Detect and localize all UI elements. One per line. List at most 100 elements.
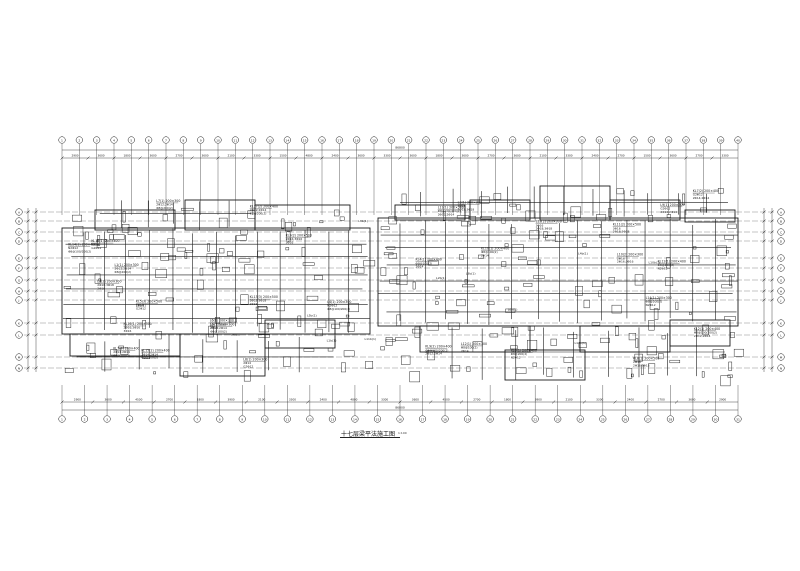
dim-tick [275, 400, 279, 404]
axis-bubble-left-label: C [18, 230, 20, 234]
beam-outline [394, 204, 466, 221]
beam-segment [64, 368, 74, 373]
beam-segment [122, 211, 126, 223]
beam-segment [352, 244, 362, 254]
axis-bubble-bottom [306, 415, 314, 423]
axis-bubble-bottom-label: 17 [421, 417, 425, 421]
axis-bubble-top [717, 136, 725, 144]
rebar-note: 2Φ14;2Φ14 [660, 210, 677, 214]
axis-bubble-bottom-label: 18 [443, 417, 447, 421]
short-beam-tag: L4b(1) [578, 252, 588, 256]
axis-bubble-bottom-label: 27 [646, 417, 650, 421]
dim-tick [26, 219, 30, 223]
dim-tick [26, 355, 30, 359]
beam-segment [317, 319, 327, 329]
axis-bubble-top [647, 136, 655, 144]
dim-tick [554, 156, 558, 160]
rebar-note: 2Φ14 [416, 265, 424, 269]
axis-bubble-bottom-label: 15 [376, 417, 380, 421]
axis-bubble-bottom-label: 4 [129, 417, 131, 421]
axis-bubble-right-label: J [780, 298, 782, 302]
beam-segment [341, 362, 346, 373]
axis-bubble-left-label: K [18, 321, 21, 325]
beam-segment [721, 284, 733, 289]
axis-bubble-bottom [328, 415, 336, 423]
beam-segment [334, 209, 340, 217]
beam-segment [599, 234, 611, 238]
beam-label: KL5(3) 200×500 [136, 300, 162, 304]
beam-segment [404, 267, 408, 276]
beam-label: KL9(2) 200×400 [425, 345, 451, 349]
beam-segment [281, 218, 285, 230]
beam-segment [255, 306, 268, 311]
beam-segment [546, 367, 553, 377]
beam-label: L2(1) 200×300 [458, 201, 482, 205]
dim-span-bottom: 3600 [688, 398, 695, 402]
axis-bubble-right [777, 254, 785, 262]
dim-span-bottom: 2900 [719, 398, 726, 402]
beam-segment [285, 222, 293, 232]
beam-segment [501, 327, 515, 335]
axis-bubble-top-label: 28 [528, 138, 532, 142]
axis-bubble-top [231, 136, 239, 144]
axis-bubble-top [422, 136, 430, 144]
beam-segment [666, 257, 671, 269]
short-beam-tag: L5b(1) [307, 313, 317, 317]
beam-segment [456, 299, 466, 307]
beam-segment [647, 215, 653, 223]
beam-wall-outlines [61, 185, 744, 387]
axis-bubble-bottom-label: 25 [601, 417, 605, 421]
axis-bubble-top-label: 25 [476, 138, 480, 142]
beam-segment [306, 227, 311, 238]
rebar-note: Φ8@100(2) [416, 261, 433, 265]
beam-segment [579, 370, 583, 378]
rebar-note: G2Φ12 [91, 246, 101, 250]
beam-segment [153, 371, 156, 375]
axis-bubble-bottom [621, 415, 629, 423]
beam-segment [575, 286, 583, 296]
beam-segment [631, 373, 634, 378]
rebar-note: N2Φ12 [658, 266, 668, 270]
beam-segment [461, 221, 471, 227]
axis-bubble-top [283, 136, 291, 144]
axis-bubble-top-label: 1 [61, 138, 63, 142]
dim-tick [528, 156, 532, 160]
beam-segment [414, 326, 420, 338]
beam-segment [701, 371, 705, 378]
beam-segment [518, 256, 527, 260]
beam-segment [510, 345, 518, 350]
beam-segment [401, 355, 411, 365]
dim-total-top: 86800 [395, 146, 405, 150]
beam-segment [194, 355, 203, 363]
beam-segment [240, 294, 249, 305]
axis-bubble-top-label: 34 [632, 138, 636, 142]
beam-label: KL3(2) 200×500 [286, 234, 312, 238]
dim-span-bottom: 2700 [658, 398, 665, 402]
beam-segment [389, 279, 400, 284]
beam-segment [120, 347, 129, 355]
axis-bubble-left [15, 287, 23, 295]
beam-label: KL15(2) 200×400 [141, 349, 169, 353]
beam-label: L10(2) 200×300 [617, 253, 643, 257]
dim-tick [26, 298, 30, 302]
dim-span-top: 2100 [227, 154, 234, 158]
beam-segment [388, 216, 397, 225]
short-beam-tag: L9b(1) [230, 333, 240, 337]
beam-label: L14(1) 200×300 [646, 296, 672, 300]
beam-segment [97, 235, 101, 246]
beam-segment [314, 328, 323, 337]
beam-segment [504, 286, 510, 291]
axis-bubble-bottom-label: 16 [398, 417, 402, 421]
axis-bubble-top-label: 38 [701, 138, 705, 142]
beam-segment [479, 313, 491, 318]
rebar-note: Φ8@100/200(2) [425, 348, 448, 352]
dim-tick [336, 400, 341, 404]
beam-segment [218, 217, 228, 228]
beam-label: KL4(1) 200×400 [416, 258, 442, 262]
axis-bubble-bottom-label: 12 [308, 417, 312, 421]
beam-segment [700, 207, 707, 213]
axis-bubble-top [145, 136, 153, 144]
beam-segment [86, 342, 96, 354]
rebar-note: Φ8@100(2) [113, 353, 130, 357]
rebar-note: Φ8@100(2) [461, 346, 478, 350]
